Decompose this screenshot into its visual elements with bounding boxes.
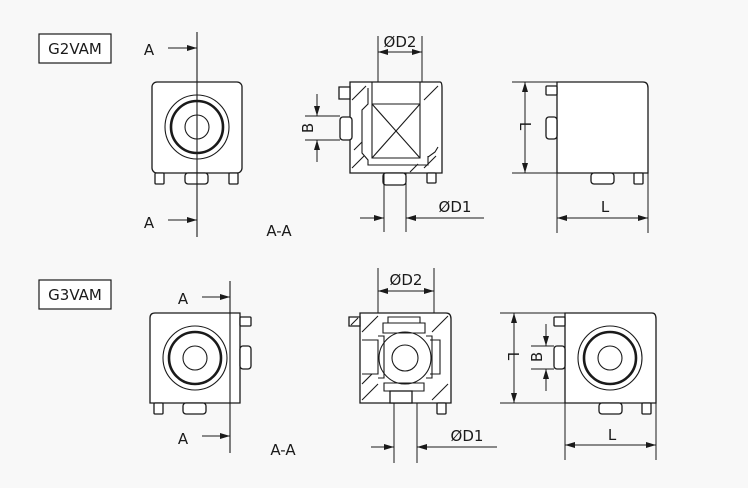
g2vam-dim-d2: ØD2	[384, 33, 417, 51]
g2vam-dim-l-vertical: L	[516, 122, 534, 131]
g3vam-dim-l-vertical: L	[504, 352, 522, 361]
g3vam-dim-d1: ØD1	[451, 427, 484, 445]
g2vam-dim-b: B	[299, 123, 317, 133]
g3vam-dim-d2: ØD2	[390, 271, 423, 289]
g2vam-section-label: A-A	[266, 222, 292, 240]
g3vam-dim-b: B	[528, 352, 546, 362]
g2vam-side-view: L L	[512, 81, 649, 233]
g2vam-group: G2VAM A A A-A	[38, 32, 649, 240]
g3vam-section-label: A-A	[270, 441, 296, 459]
g2vam-marker-bottom: A	[144, 214, 155, 232]
g2vam-dim-d1: ØD1	[439, 198, 472, 216]
g2vam-title: G2VAM	[48, 40, 102, 58]
g3vam-side-view: L B L	[500, 312, 657, 460]
g3vam-title: G3VAM	[48, 286, 102, 304]
g3vam-front-view: A A	[149, 281, 252, 453]
g2vam-front-view: A A	[144, 32, 243, 237]
g2vam-section-view: ØD2 ØD1 B	[299, 33, 484, 232]
g3vam-marker-top: A	[178, 290, 189, 308]
g3vam-section-view: ØD2 ØD1	[348, 268, 497, 463]
g3vam-dim-l-horizontal: L	[608, 426, 617, 444]
g3vam-marker-bottom: A	[178, 430, 189, 448]
g2vam-title-box: G2VAM	[38, 33, 112, 64]
g3vam-group: G3VAM A A A-A	[38, 268, 657, 463]
g3vam-title-box: G3VAM	[38, 279, 112, 310]
g2vam-marker-top: A	[144, 41, 155, 59]
g2vam-dim-l-horizontal: L	[601, 198, 610, 216]
